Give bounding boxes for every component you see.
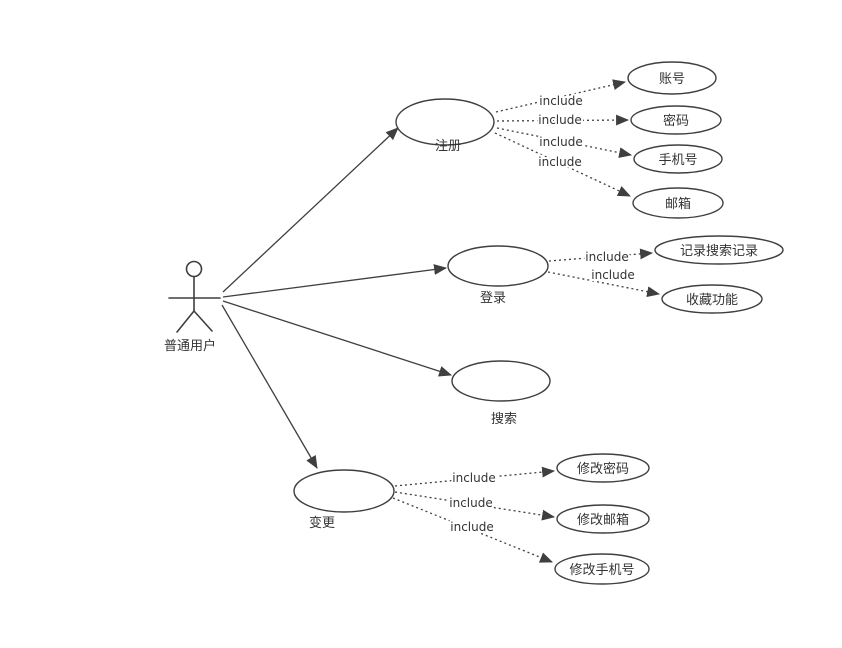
usecase-account-label: 账号	[659, 72, 685, 87]
edge-user-change	[221, 304, 318, 469]
include-label: include	[450, 520, 493, 534]
usecase-register-label: 注册	[435, 139, 461, 154]
usecase-change-email-label: 修改邮箱	[577, 512, 629, 528]
edge-change-password	[394, 466, 556, 487]
include-label: include	[449, 496, 492, 510]
edge-user-register	[222, 127, 399, 293]
usecase-email-label: 邮箱	[665, 196, 691, 212]
usecase-favorites-label: 收藏功能	[686, 293, 738, 308]
usecase-favorites: 收藏功能	[661, 284, 763, 314]
usecase-change: 变更	[293, 469, 395, 531]
include-labels: include include include include include …	[447, 92, 636, 536]
usecase-record-search-history: 记录搜索记录	[654, 235, 784, 265]
include-label: include	[539, 94, 582, 108]
usecase-change-email: 修改邮箱	[556, 504, 650, 534]
edge-user-login	[222, 264, 448, 298]
edge-login-record-search	[548, 248, 654, 262]
actor-head	[185, 260, 203, 278]
usecase-account-ellipse	[627, 61, 717, 95]
include-label: include	[538, 155, 581, 169]
usecase-change-password-ellipse	[556, 453, 650, 483]
actor-left-leg	[176, 310, 195, 333]
include-label: include	[591, 268, 634, 282]
usecase-login-label: 登录	[480, 291, 506, 306]
usecase-phone: 手机号	[633, 144, 723, 174]
usecase-record-search-history-label: 记录搜索记录	[680, 244, 758, 259]
usecase-search-label: 搜索	[491, 412, 517, 427]
association-edges	[221, 127, 453, 469]
usecase-email: 邮箱	[632, 187, 724, 219]
actor-regular-user: 普通用户	[164, 260, 221, 354]
actor-right-leg	[193, 310, 213, 332]
usecase-register-ellipse	[395, 98, 495, 146]
usecase-password-ellipse	[630, 105, 722, 135]
usecase-login: 登录	[447, 245, 549, 306]
usecase-password-label: 密码	[663, 113, 689, 129]
usecase-register: 注册	[395, 98, 495, 154]
edge-register-account	[495, 79, 627, 113]
usecase-account: 账号	[627, 61, 717, 95]
usecase-email-ellipse	[632, 187, 724, 219]
usecase-login-ellipse	[447, 245, 549, 287]
usecase-change-phone: 修改手机号	[554, 553, 650, 585]
edge-user-search	[222, 300, 453, 377]
usecase-phone-ellipse	[633, 144, 723, 174]
edge-change-phone	[392, 497, 554, 563]
include-label: include	[538, 113, 581, 127]
usecase-change-label: 变更	[309, 515, 335, 531]
include-label: include	[452, 471, 495, 485]
include-label: include	[585, 250, 628, 264]
usecase-record-search-history-ellipse	[654, 235, 784, 265]
usecase-phone-label: 手机号	[658, 153, 697, 168]
edge-register-password	[496, 114, 630, 126]
usecase-password: 密码	[630, 105, 722, 135]
edge-change-email	[394, 491, 556, 521]
usecase-change-password-label: 修改密码	[577, 461, 629, 477]
usecase-favorites-ellipse	[661, 284, 763, 314]
usecase-change-ellipse	[293, 469, 395, 513]
usecase-search: 搜索	[451, 360, 551, 427]
include-label: include	[539, 135, 582, 149]
actor-label: 普通用户	[164, 338, 216, 354]
usecase-change-email-ellipse	[556, 504, 650, 534]
usecase-change-password: 修改密码	[556, 453, 650, 483]
usecase-change-phone-label: 修改手机号	[569, 563, 634, 578]
include-edges	[392, 79, 661, 563]
usecase-search-ellipse	[451, 360, 551, 402]
edge-login-favorites	[547, 271, 661, 297]
usecase-change-phone-ellipse	[554, 553, 650, 585]
